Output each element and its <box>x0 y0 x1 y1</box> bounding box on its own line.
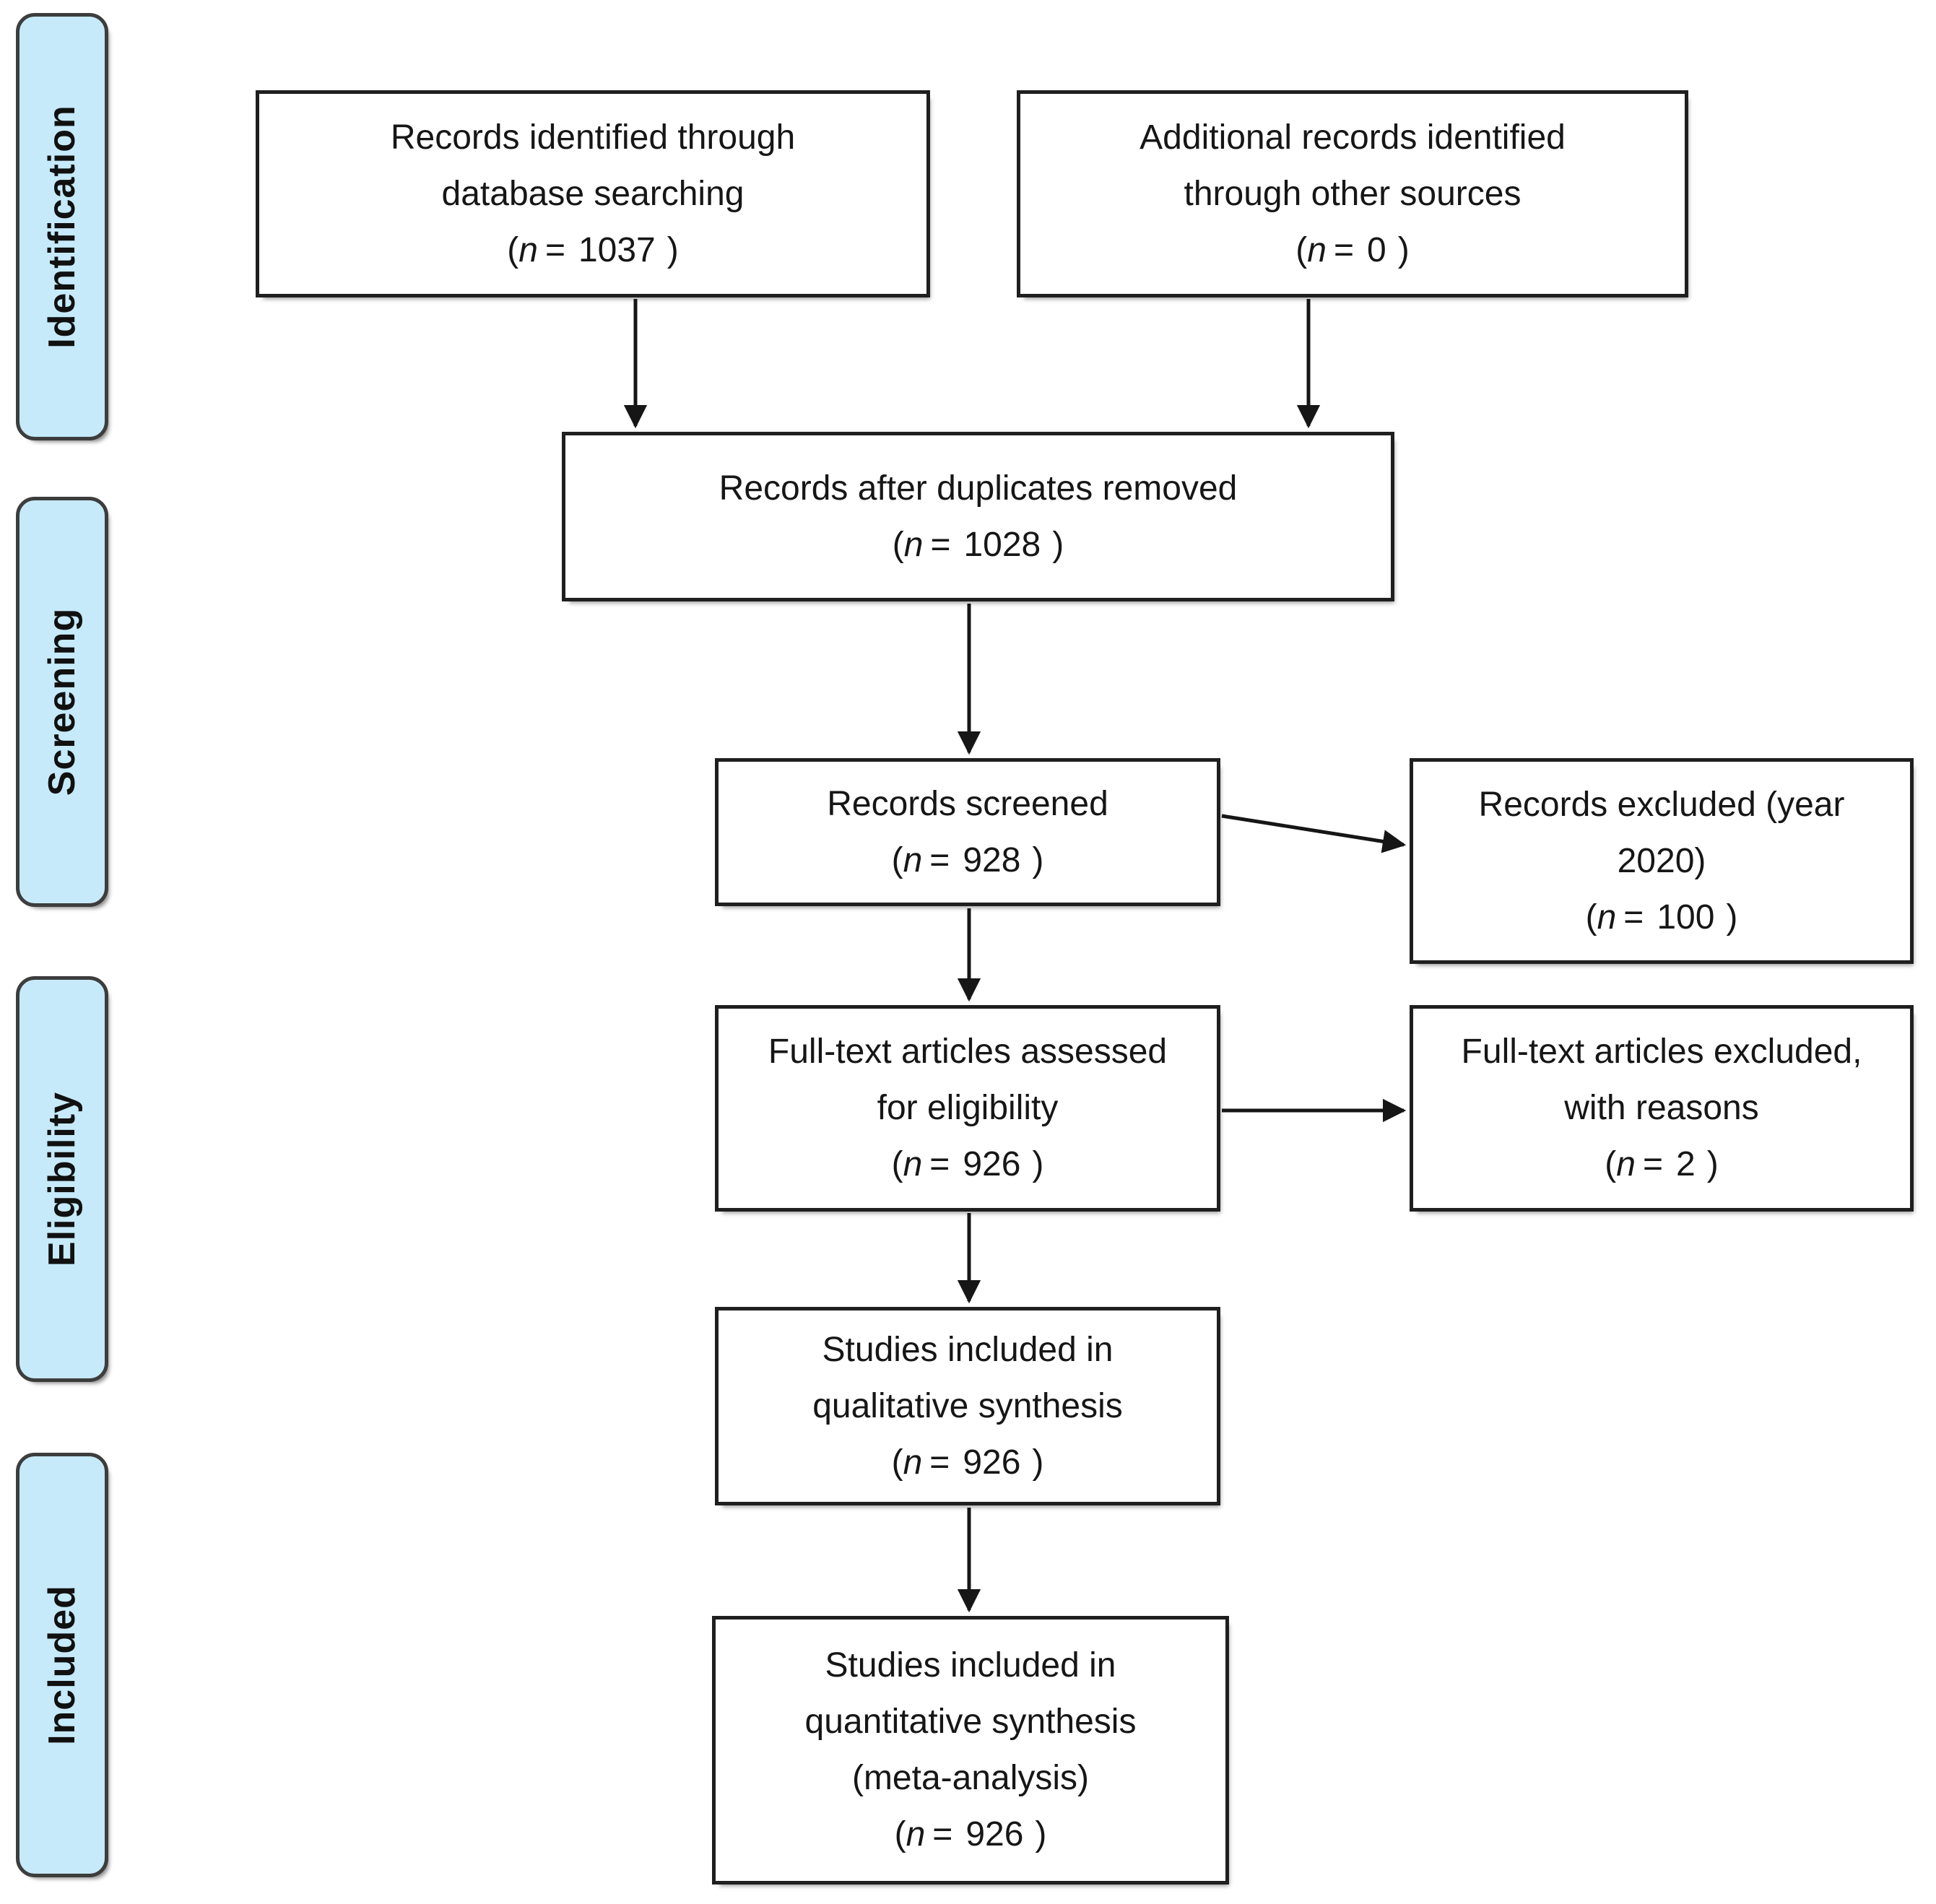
n-equals: = <box>1623 897 1644 936</box>
n-paren-close: ) <box>1726 897 1738 936</box>
n-value: 100 <box>1657 897 1715 936</box>
n-symbol: n <box>1307 230 1327 269</box>
box-text-line: 2020) <box>1617 841 1706 880</box>
n-paren-open: ( <box>892 525 904 564</box>
n-count: (n= 928) <box>892 833 1044 889</box>
n-count: (n= 100) <box>1586 890 1738 946</box>
n-paren-close: ) <box>667 230 679 269</box>
box-text-line: through other sources <box>1184 174 1522 213</box>
n-equals: = <box>1642 1145 1664 1183</box>
n-count: (n= 0) <box>1295 222 1409 279</box>
n-symbol: n <box>1597 897 1617 936</box>
n-paren-close: ) <box>1052 525 1064 564</box>
n-count: (n= 926) <box>892 1136 1044 1193</box>
n-symbol: n <box>903 1443 923 1482</box>
stage-label-text: Eligibility <box>41 1091 84 1267</box>
box-text-line: Studies included in <box>825 1646 1116 1685</box>
n-count: (n= 1037) <box>507 222 678 279</box>
n-paren-close: ) <box>1032 1443 1044 1482</box>
stage-label-text: Included <box>41 1585 84 1745</box>
n-count: (n= 926) <box>895 1807 1047 1863</box>
box-text-line: Full-text articles excluded, <box>1461 1033 1862 1071</box>
n-paren-open: ( <box>507 230 519 269</box>
box-fulltext-excluded: Full-text articles excluded, with reason… <box>1410 1005 1914 1212</box>
n-symbol: n <box>518 230 538 269</box>
n-equals: = <box>929 840 950 879</box>
n-value: 926 <box>963 1443 1021 1482</box>
box-text-line: Records screened <box>827 784 1108 823</box>
box-fulltext-assessed: Full-text articles assessed for eligibil… <box>715 1005 1220 1212</box>
n-equals: = <box>544 230 565 269</box>
n-value: 1028 <box>963 525 1041 564</box>
box-text-line: with reasons <box>1564 1089 1759 1127</box>
n-paren-open: ( <box>891 840 903 879</box>
n-value: 928 <box>963 840 1021 879</box>
box-text-line: database searching <box>441 174 745 213</box>
n-value: 926 <box>963 1145 1021 1183</box>
n-paren-open: ( <box>894 1815 906 1853</box>
n-symbol: n <box>903 1145 923 1183</box>
box-qualitative-synthesis: Studies included in qualitative synthesi… <box>715 1307 1220 1505</box>
n-equals: = <box>930 525 951 564</box>
stage-label-screening: Screening <box>16 497 108 907</box>
stage-label-eligibility: Eligibility <box>16 976 108 1382</box>
box-text-line: (meta-analysis) <box>851 1759 1090 1797</box>
n-count: (n= 926) <box>892 1435 1044 1491</box>
box-duplicates-removed: Records after duplicates removed (n= 1028… <box>562 432 1394 601</box>
n-equals: = <box>1333 230 1355 269</box>
stage-label-identification: Identification <box>16 13 108 440</box>
n-value: 2 <box>1676 1145 1696 1183</box>
box-text-line: Full-text articles assessed <box>768 1033 1168 1071</box>
n-paren-open: ( <box>1295 230 1308 269</box>
n-paren-close: ) <box>1397 230 1410 269</box>
n-paren-open: ( <box>1585 897 1597 936</box>
n-value: 1037 <box>578 230 656 269</box>
n-symbol: n <box>906 1815 926 1853</box>
n-paren-close: ) <box>1032 840 1044 879</box>
box-quantitative-synthesis: Studies included in quantitative synthes… <box>712 1616 1229 1885</box>
box-text-line: Additional records identified <box>1140 118 1566 157</box>
n-paren-close: ) <box>1032 1145 1044 1183</box>
box-records-excluded: Records excluded (year 2020) (n= 100) <box>1410 758 1914 964</box>
box-records-screened: Records screened (n= 928) <box>715 758 1220 906</box>
n-equals: = <box>929 1443 950 1482</box>
stage-label-included: Included <box>16 1453 108 1877</box>
n-value: 0 <box>1367 230 1386 269</box>
n-value: 926 <box>965 1815 1024 1853</box>
n-paren-close: ) <box>1706 1145 1719 1183</box>
n-equals: = <box>932 1815 953 1853</box>
stage-label-text: Screening <box>41 607 84 796</box>
stage-label-text: Identification <box>41 105 83 349</box>
arrow-screened-to-excluded <box>1221 814 1407 853</box>
n-paren-close: ) <box>1035 1815 1047 1853</box>
n-paren-open: ( <box>891 1145 903 1183</box>
box-additional-records: Additional records identified through ot… <box>1017 90 1688 297</box>
box-text-line: Studies included in <box>822 1330 1114 1369</box>
box-text-line: quantitative synthesis <box>804 1703 1137 1741</box>
n-symbol: n <box>903 840 923 879</box>
box-records-identified: Records identified through database sear… <box>256 90 930 297</box>
box-text-line: Records after duplicates removed <box>719 469 1238 508</box>
box-text-line: Records identified through <box>390 118 796 157</box>
n-count: (n= 2) <box>1605 1136 1718 1193</box>
n-count: (n= 1028) <box>893 517 1064 573</box>
n-paren-open: ( <box>1605 1145 1617 1183</box>
n-symbol: n <box>903 525 924 564</box>
n-paren-open: ( <box>891 1443 903 1482</box>
box-text-line: for eligibility <box>877 1089 1059 1127</box>
box-text-line: Records excluded (year <box>1478 785 1845 824</box>
n-symbol: n <box>1616 1145 1636 1183</box>
box-text-line: qualitative synthesis <box>812 1386 1123 1425</box>
n-equals: = <box>929 1145 950 1183</box>
